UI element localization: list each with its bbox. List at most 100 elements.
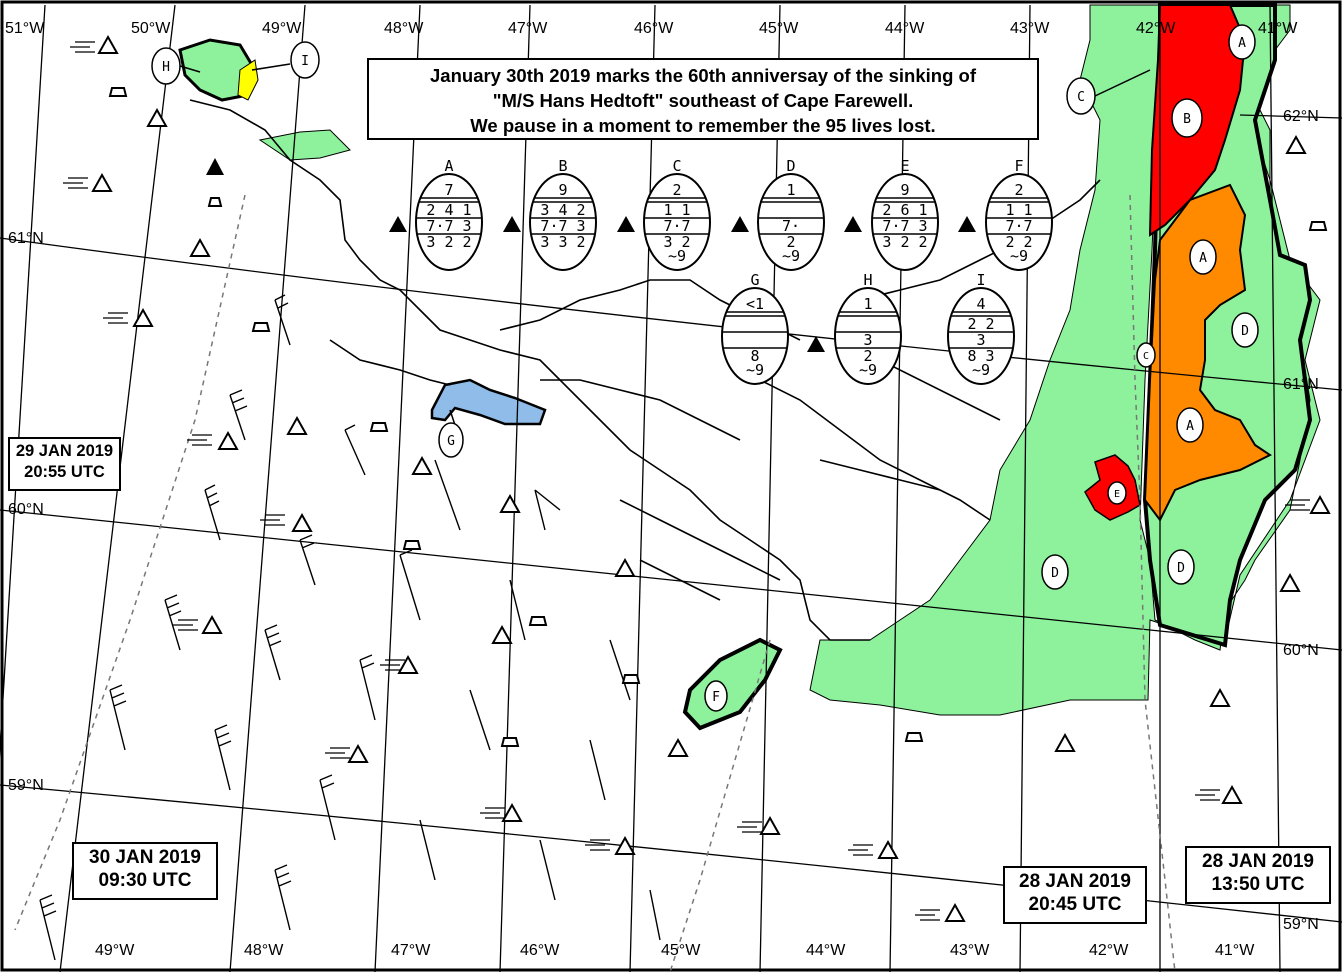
wind-barb-icon (264, 624, 282, 681)
wind-barb-icon (299, 534, 316, 586)
egg-code-letter: A (444, 157, 453, 175)
iceberg-triangle-icon (1209, 687, 1231, 707)
zone-label-e: E (1107, 481, 1127, 505)
growler-trapezoid-icon (207, 197, 223, 207)
iceberg-triangle-icon (1285, 134, 1307, 154)
banner-line-3: We pause in a moment to remember the 95 … (470, 115, 936, 136)
fog-symbol-icon (1195, 789, 1220, 801)
svg-text:60°N: 60°N (1283, 642, 1319, 659)
egg-code-row: ~9 (746, 361, 764, 379)
svg-text:60°N: 60°N (8, 501, 44, 518)
iceberg-triangle-icons (91, 34, 1331, 922)
egg-code-letter: C (672, 157, 681, 175)
egg-code-row: 3 2 2 (882, 233, 927, 251)
iceberg-triangle-icon (1054, 732, 1076, 752)
svg-text:H: H (162, 60, 170, 75)
egg-code-a: A72 4 17·7 33 2 2 (415, 157, 483, 271)
growler-trapezoid-icons (108, 87, 1328, 747)
iceberg-triangle-icon (614, 835, 636, 855)
iceberg-triangle-icon (499, 493, 521, 513)
svg-text:46°W: 46°W (634, 20, 674, 37)
fog-symbol-icon (325, 747, 350, 759)
svg-text:A: A (1199, 251, 1207, 266)
growler-trapezoid-icon (251, 322, 271, 332)
egg-code-row: ~9 (1010, 247, 1028, 265)
longitude-labels-top: 51°W 50°W 49°W 48°W 47°W 46°W 45°W 44°W … (5, 20, 1298, 37)
egg-code-row: 2 6 1 (882, 201, 927, 219)
timestamp-box-29jan: 29 JAN 2019 20:55 UTC (8, 437, 121, 491)
egg-code-row: <1 (746, 295, 764, 313)
svg-text:59°N: 59°N (8, 777, 44, 794)
svg-text:45°W: 45°W (661, 942, 701, 959)
orange-ice-zone (1143, 183, 1272, 522)
iceberg-triangle-icon (286, 415, 308, 435)
svg-text:43°W: 43°W (1010, 20, 1050, 37)
timestamp-date: 29 JAN 2019 (15, 442, 114, 460)
fog-symbol-icon (915, 909, 940, 921)
iceberg-solid-triangle-icon (206, 158, 224, 175)
zone-label-g: G (438, 422, 464, 458)
wind-barb-icon (274, 294, 291, 346)
egg-code-row: 7· (782, 217, 800, 235)
egg-code-c: C21 17·73 2~9 (643, 157, 711, 271)
zone-label-a-mid: A (1189, 239, 1217, 275)
wind-barb-icon (39, 894, 57, 961)
egg-code-letter: I (976, 271, 985, 289)
growler-trapezoid-icon (528, 616, 548, 626)
iceberg-triangle-icon (1279, 572, 1301, 592)
svg-text:44°W: 44°W (885, 20, 925, 37)
egg-code-row: ~9 (859, 361, 877, 379)
iceberg-triangle-icon (944, 902, 966, 922)
wind-barb-icon (274, 864, 292, 931)
iceberg-solid-triangle-icon (807, 336, 825, 352)
iceberg-triangle-icon (1309, 494, 1331, 514)
fog-symbol-icon (848, 844, 873, 856)
wind-barb-icon (204, 484, 221, 541)
iceberg-triangle-icon (411, 455, 433, 475)
svg-text:42°W: 42°W (1136, 20, 1176, 37)
zone-label-d-east: D (1231, 312, 1259, 348)
iceberg-solid-triangle-icons (206, 158, 976, 352)
iceberg-triangle-icon (217, 430, 239, 450)
svg-text:48°W: 48°W (244, 942, 284, 959)
svg-text:A: A (1186, 419, 1194, 434)
timestamp-time: 20:45 UTC (1028, 894, 1122, 915)
iceberg-triangle-icon (1221, 784, 1243, 804)
svg-text:49°W: 49°W (262, 20, 302, 37)
zone-label-i: I (290, 41, 320, 79)
latitude-labels: 61°N 60°N 59°N 62°N 61°N 60°N 59°N (8, 108, 1319, 933)
egg-code-row: ~9 (668, 247, 686, 265)
egg-code-row: 3 4 2 (540, 201, 585, 219)
egg-code-row: 2 (672, 181, 681, 199)
svg-text:I: I (301, 54, 309, 69)
timestamp-box-28jan-1350: 28 JAN 2019 13:50 UTC (1185, 846, 1331, 904)
egg-code-row: 1 1 (663, 201, 690, 219)
iceberg-triangle-icon (146, 107, 168, 127)
svg-text:C: C (1143, 351, 1149, 362)
egg-code-e: E92 6 17·7 33 2 2 (871, 157, 939, 271)
zone-label-b: B (1171, 98, 1203, 138)
growler-trapezoid-icon (369, 422, 389, 432)
growler-trapezoid-icon (108, 87, 128, 97)
iceberg-solid-triangle-icon (844, 216, 862, 232)
wind-barb-icon (434, 459, 461, 531)
svg-text:A: A (1238, 36, 1246, 51)
egg-code-row: 1 (786, 181, 795, 199)
ice-zone-polygons (178, 3, 1321, 731)
egg-code-row: 9 (900, 181, 909, 199)
egg-code-row: 2 4 1 (426, 201, 471, 219)
svg-text:51°W: 51°W (5, 20, 45, 37)
svg-text:C: C (1077, 90, 1085, 105)
fog-symbol-icon (63, 177, 88, 189)
fog-symbol-icons (63, 41, 1310, 921)
zone-labels: A A A B C C D D D E F G H I (151, 24, 1259, 712)
ice-edge-chain-lines (14, 194, 1176, 972)
wind-barb-icon (534, 489, 561, 531)
egg-code-row: ~9 (972, 361, 990, 379)
growler-trapezoid-icon (500, 737, 520, 747)
iceberg-solid-triangle-icon (389, 216, 407, 232)
svg-text:44°W: 44°W (806, 942, 846, 959)
growler-trapezoid-icon (402, 540, 422, 550)
